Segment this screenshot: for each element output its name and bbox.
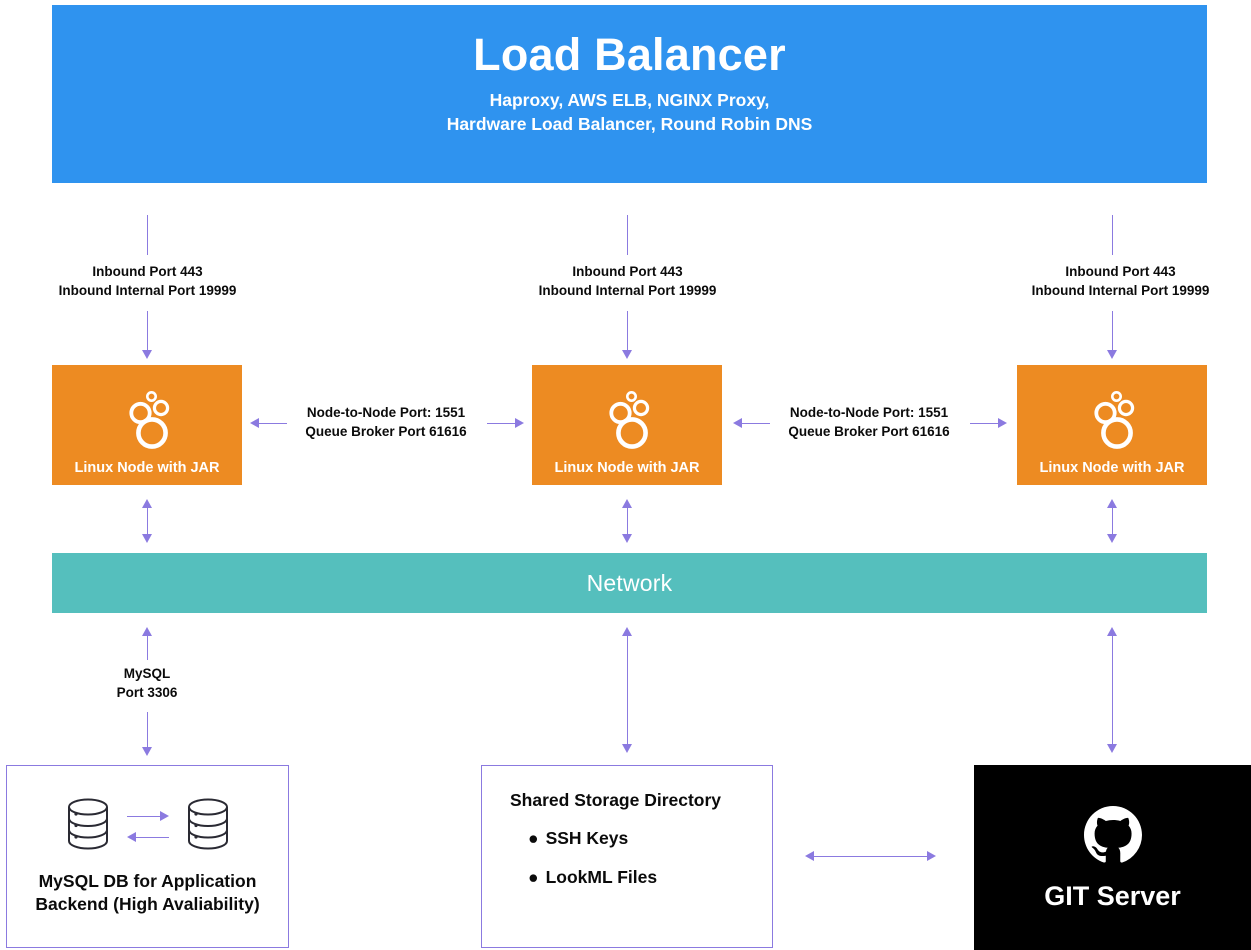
node-to-node-label-1-line-1: Node-to-Node Port: 1551: [306, 405, 466, 420]
linux-cluster-icon: [123, 388, 171, 455]
network-bar: Network: [52, 553, 1207, 613]
linux-node-1[interactable]: Linux Node with JAR: [52, 365, 242, 485]
arrowhead-node2-node3-left: [733, 418, 742, 428]
inbound-label-2-line-2: Inbound Internal Port 19999: [538, 282, 717, 298]
shared-storage-title: Shared Storage Directory: [510, 790, 722, 810]
connector-lb-to-node-3-lower: [1112, 311, 1113, 351]
connector-lb-to-node-2-upper: [627, 215, 628, 255]
arrowhead-db-sync-right: [159, 811, 169, 822]
arrowhead-node2-node3-right: [998, 418, 1007, 428]
connector-lb-to-node-1-lower: [147, 311, 148, 351]
connector-network-mysql-upper: [147, 635, 148, 660]
github-octocat-icon: [1083, 805, 1142, 869]
db-sync-line-right: [126, 815, 160, 817]
arrowhead-lb-to-node-1: [142, 350, 152, 359]
connector-node2-node3-left: [742, 423, 770, 424]
node-to-node-label-1: Node-to-Node Port: 1551 Queue Broker Por…: [287, 404, 485, 441]
linux-node-2-label: Linux Node with JAR: [554, 459, 700, 476]
connector-node1-network: [147, 507, 148, 535]
arrowhead-node2-network-down: [622, 534, 632, 543]
db-sync-arrow-left: [126, 832, 169, 843]
connector-node3-network: [1112, 507, 1113, 535]
connector-lb-to-node-2-lower: [627, 311, 628, 351]
database-cylinder-icon: [185, 797, 231, 856]
git-server-box[interactable]: GIT Server: [974, 765, 1251, 950]
connector-network-git: [1112, 635, 1113, 745]
arrowhead-db-sync-left: [126, 832, 136, 843]
arrowhead-network-mysql-up: [142, 627, 152, 636]
load-balancer-subtitle: Haproxy, AWS ELB, NGINX Proxy, Hardware …: [447, 89, 813, 136]
node-to-node-label-2: Node-to-Node Port: 1551 Queue Broker Por…: [770, 404, 968, 441]
connector-network-mysql-lower: [147, 712, 148, 748]
shared-storage-box[interactable]: Shared Storage Directory ● SSH Keys ● Look…: [481, 765, 773, 948]
inbound-label-1: Inbound Port 443 Inbound Internal Port 1…: [0, 263, 295, 300]
inbound-label-1-line-2: Inbound Internal Port 19999: [58, 282, 237, 298]
database-cylinder-icon: [65, 797, 111, 856]
arrowhead-network-storage-up: [622, 627, 632, 636]
bullet-icon: ●: [528, 828, 539, 848]
load-balancer-subtitle-line-1: Haproxy, AWS ELB, NGINX Proxy,: [489, 90, 770, 111]
node-to-node-label-2-line-2: Queue Broker Port 61616: [788, 423, 950, 439]
db-sync-arrow-right: [126, 811, 169, 822]
arrowhead-network-storage-down: [622, 744, 632, 753]
database-replication-group: [65, 797, 231, 856]
inbound-label-2-line-1: Inbound Port 443: [572, 264, 683, 279]
arrowhead-network-git-down: [1107, 744, 1117, 753]
bullet-icon: ●: [528, 867, 539, 887]
connector-node1-node2-right: [487, 423, 515, 424]
linux-node-1-label: Linux Node with JAR: [74, 459, 220, 476]
inbound-label-1-line-1: Inbound Port 443: [92, 264, 203, 279]
arrowhead-storage-git-left: [805, 851, 814, 861]
load-balancer-title: Load Balancer: [473, 29, 786, 80]
shared-storage-item-ssh-keys-label: SSH Keys: [545, 828, 629, 848]
mysql-link-label-line-1: MySQL: [123, 666, 171, 681]
connector-lb-to-node-3-upper: [1112, 215, 1113, 255]
mysql-database-box[interactable]: MySQL DB for Application Backend (High A…: [6, 765, 289, 948]
mysql-database-caption: MySQL DB for Application Backend (High A…: [35, 870, 259, 916]
linux-node-3[interactable]: Linux Node with JAR: [1017, 365, 1207, 485]
git-server-label: GIT Server: [1044, 880, 1181, 911]
load-balancer-banner: Load Balancer Haproxy, AWS ELB, NGINX Pr…: [52, 5, 1207, 183]
arrowhead-node1-network-down: [142, 534, 152, 543]
inbound-label-3-line-1: Inbound Port 443: [1065, 264, 1176, 279]
load-balancer-subtitle-line-2: Hardware Load Balancer, Round Robin DNS: [446, 113, 813, 134]
shared-storage-item-ssh-keys: ● SSH Keys: [528, 828, 772, 849]
mysql-link-label: MySQL Port 3306: [47, 665, 247, 702]
arrowhead-network-mysql-down: [142, 747, 152, 756]
mysql-database-caption-line-1: MySQL DB for Application: [38, 871, 257, 892]
mysql-database-caption-line-2: Backend (High Avaliability): [35, 894, 260, 914]
arrowhead-node1-network-up: [142, 499, 152, 508]
arrowhead-network-git-up: [1107, 627, 1117, 636]
connector-node2-network: [627, 507, 628, 535]
connector-node2-node3-right: [970, 423, 998, 424]
connector-network-storage: [627, 635, 628, 745]
mysql-link-label-line-2: Port 3306: [116, 684, 178, 700]
linux-cluster-icon: [603, 388, 651, 455]
node-to-node-label-2-line-1: Node-to-Node Port: 1551: [789, 405, 949, 420]
network-label: Network: [586, 569, 673, 596]
node-to-node-label-1-line-2: Queue Broker Port 61616: [305, 423, 467, 439]
db-sync-line-left: [135, 836, 169, 838]
arrowhead-node1-node2-right: [515, 418, 524, 428]
arrowhead-storage-git-right: [927, 851, 936, 861]
linux-cluster-icon: [1088, 388, 1136, 455]
arrowhead-lb-to-node-3: [1107, 350, 1117, 359]
arrowhead-node2-network-up: [622, 499, 632, 508]
connector-lb-to-node-1-upper: [147, 215, 148, 255]
arrowhead-node1-node2-left: [250, 418, 259, 428]
database-sync-arrows: [126, 811, 169, 843]
arrowhead-node3-network-up: [1107, 499, 1117, 508]
shared-storage-item-lookml-files: ● LookML Files: [528, 867, 772, 888]
inbound-label-2: Inbound Port 443 Inbound Internal Port 1…: [480, 263, 775, 300]
inbound-label-3-line-2: Inbound Internal Port 19999: [1031, 282, 1210, 298]
arrowhead-lb-to-node-2: [622, 350, 632, 359]
linux-node-2[interactable]: Linux Node with JAR: [532, 365, 722, 485]
arrowhead-node3-network-down: [1107, 534, 1117, 543]
connector-storage-git: [814, 856, 927, 857]
shared-storage-item-lookml-files-label: LookML Files: [545, 867, 658, 887]
inbound-label-3: Inbound Port 443 Inbound Internal Port 1…: [990, 263, 1251, 300]
connector-node1-node2-left: [259, 423, 287, 424]
linux-node-3-label: Linux Node with JAR: [1039, 459, 1185, 476]
